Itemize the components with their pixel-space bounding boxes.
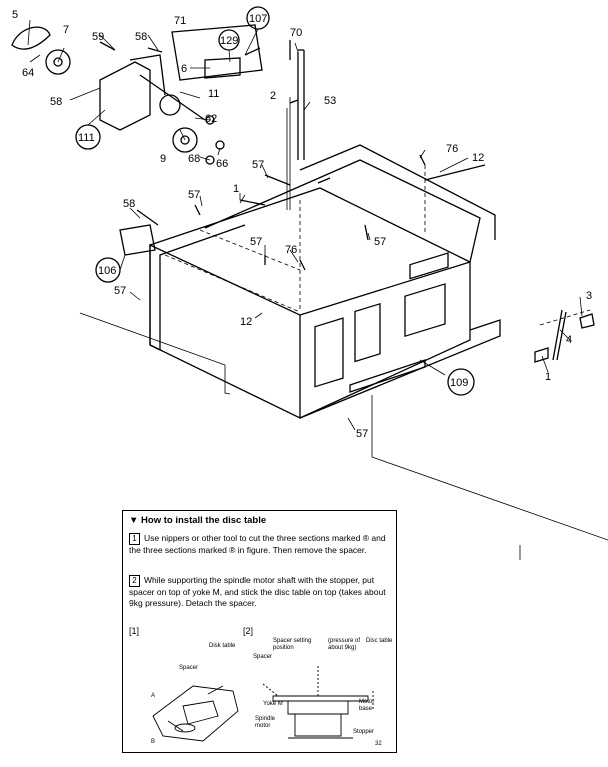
bracket-106 bbox=[119, 224, 156, 256]
label-circle-109 bbox=[447, 368, 475, 396]
part-label-12: 12 bbox=[472, 152, 484, 164]
bracket-111 bbox=[99, 61, 151, 131]
spring-4 bbox=[552, 309, 567, 361]
chassis-left-bracket bbox=[149, 224, 246, 352]
chassis-top bbox=[149, 159, 481, 263]
part-label-57: 57 bbox=[252, 159, 264, 171]
part-label-76: 76 bbox=[446, 143, 458, 155]
gear-11 bbox=[159, 94, 181, 116]
part-label-9: 9 bbox=[160, 153, 166, 165]
pulley-5 bbox=[11, 26, 51, 50]
part-label-1: 1 bbox=[545, 371, 551, 383]
part-label-109: 109 bbox=[450, 377, 468, 389]
part-label-11: 11 bbox=[208, 88, 219, 100]
part-label-106: 106 bbox=[98, 265, 116, 277]
fig1-callout-a: A bbox=[151, 693, 156, 699]
part-label-111: 111 bbox=[78, 132, 95, 144]
chassis-window bbox=[409, 252, 449, 280]
step-number: 1 bbox=[129, 533, 140, 545]
part-label-57: 57 bbox=[356, 428, 368, 440]
fig1-callout-disc-table: Disk table bbox=[209, 643, 236, 649]
part-label-58: 58 bbox=[50, 96, 62, 108]
instructions-title: ▼ How to install the disc table bbox=[129, 515, 267, 526]
fig2-callout-pressure: (pressure of about 9kg) bbox=[328, 638, 361, 651]
fig2-callout-spindle-motor: Spindle motor bbox=[255, 716, 276, 729]
part-label-71: 71 bbox=[174, 15, 186, 27]
chassis-right-face bbox=[299, 261, 471, 419]
part-label-1: 1 bbox=[233, 183, 239, 195]
chassis-window bbox=[314, 317, 344, 388]
fig2-motor-section bbox=[272, 695, 369, 739]
chassis-window bbox=[354, 302, 381, 363]
part-label-107: 107 bbox=[249, 13, 267, 25]
fig2-callout-motor-base: Motor base bbox=[359, 699, 375, 712]
install-figures bbox=[152, 666, 374, 742]
part-label-57: 57 bbox=[250, 236, 262, 248]
chassis-slot bbox=[349, 359, 426, 393]
fig1-callout-spacer: Spacer bbox=[179, 665, 199, 671]
shaft-53 bbox=[297, 49, 305, 160]
part-label-64: 64 bbox=[22, 67, 34, 79]
gear-7 bbox=[45, 49, 71, 75]
part-label-66: 66 bbox=[216, 158, 228, 170]
step-text: While supporting the spindle motor shaft… bbox=[129, 575, 386, 608]
fig1-callout-b: B bbox=[151, 739, 156, 745]
part-label-57: 57 bbox=[188, 189, 200, 201]
figure-1-label: [1] bbox=[129, 626, 140, 636]
screw-3 bbox=[579, 313, 595, 329]
part-label-2: 2 bbox=[270, 90, 276, 102]
part-label-57: 57 bbox=[114, 285, 126, 297]
part-label-58: 58 bbox=[135, 31, 147, 43]
chassis-window bbox=[404, 283, 446, 338]
part-label-62: 62 bbox=[205, 113, 217, 125]
part-label-58: 58 bbox=[123, 198, 135, 210]
chassis-bottom-rail bbox=[299, 319, 501, 419]
part-label-68: 68 bbox=[188, 153, 200, 165]
part-label-6: 6 bbox=[181, 63, 187, 75]
figure-2-label: [2] bbox=[243, 626, 254, 636]
part-label-7: 7 bbox=[63, 24, 69, 36]
part-label-12: 12 bbox=[240, 316, 252, 328]
part-label-5: 5 bbox=[12, 9, 18, 21]
step-text: Use nippers or other tool to cut the thr… bbox=[129, 533, 386, 555]
fig2-callout-spacer: Spacer bbox=[253, 654, 273, 660]
part-label-53: 53 bbox=[324, 95, 336, 107]
motor-assembly-71 bbox=[171, 24, 263, 81]
page-code: 32 bbox=[375, 741, 382, 747]
step-number: 2 bbox=[129, 575, 140, 587]
fig2-callout-disc-table: Disc table bbox=[366, 638, 393, 644]
fig2-callout-yoke: Yoke M bbox=[263, 701, 283, 707]
part-label-129: 129 bbox=[220, 35, 238, 47]
part-label-76: 76 bbox=[285, 244, 297, 256]
fig2-callout-spacer-setting: Spacer setting position bbox=[273, 638, 312, 651]
part-label-57: 57 bbox=[374, 236, 386, 248]
screw-1-right bbox=[534, 347, 549, 363]
part-label-59: 59 bbox=[92, 31, 104, 43]
fig2-callout-stopper: Stopper bbox=[353, 729, 375, 735]
part-label-3: 3 bbox=[586, 290, 592, 302]
part-label-70: 70 bbox=[290, 27, 302, 39]
gear-9 bbox=[172, 127, 198, 153]
part-label-4: 4 bbox=[566, 334, 572, 346]
fig1-disc-table bbox=[152, 685, 239, 742]
